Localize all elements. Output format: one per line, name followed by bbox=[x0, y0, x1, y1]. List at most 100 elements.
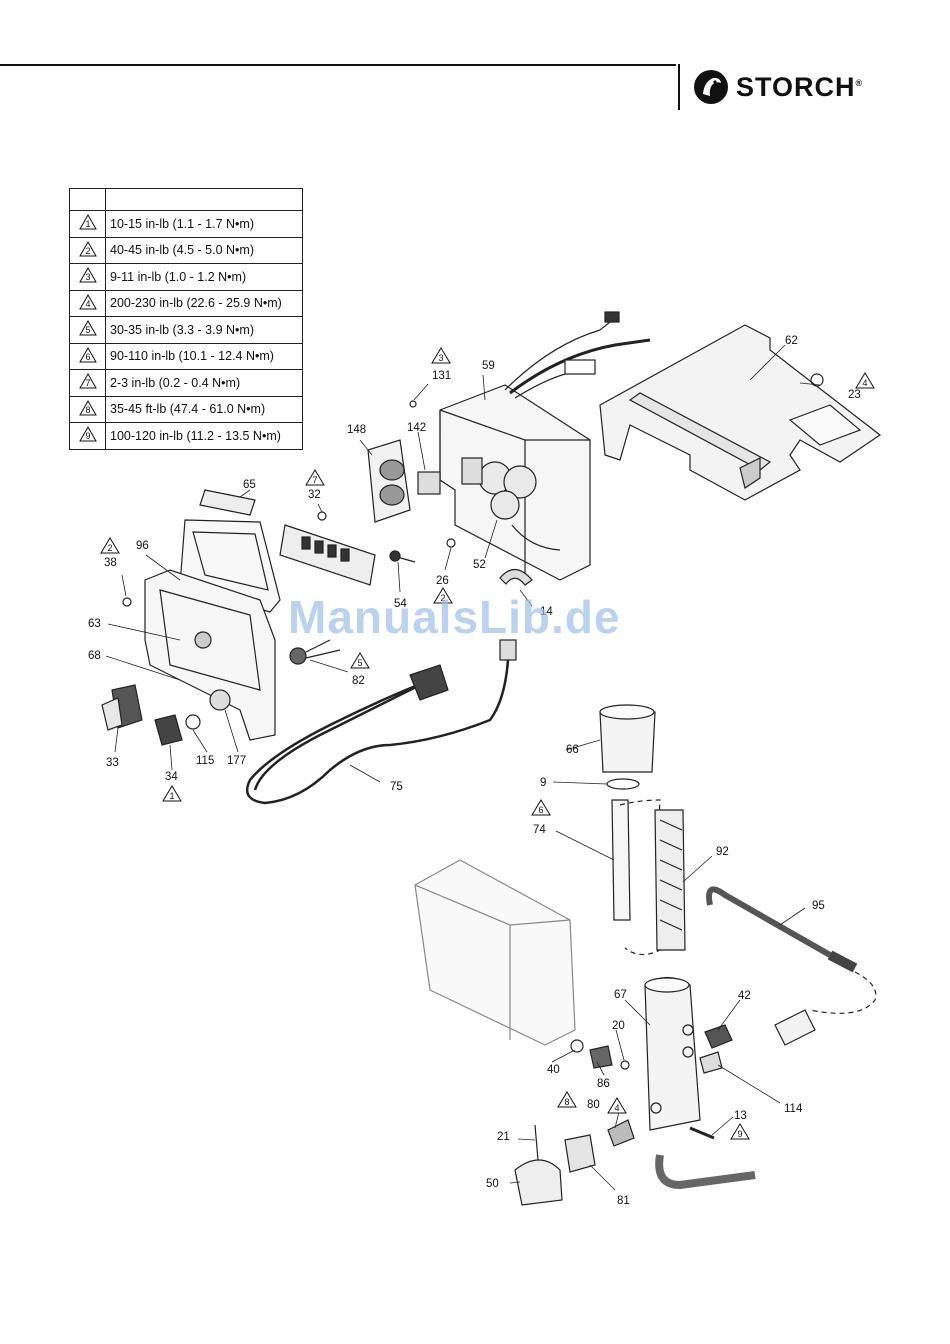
torque-triangle-icon: 7 bbox=[305, 469, 325, 486]
callout-82: 82 bbox=[352, 675, 365, 687]
callout-9: 9 bbox=[540, 777, 546, 789]
screw-23 bbox=[810, 373, 824, 387]
torque-value: 10-15 in-lb (1.1 - 1.7 N•m) bbox=[105, 210, 303, 238]
torque-triangle-icon: 9 bbox=[730, 1123, 750, 1140]
torque-triangle-icon: 1 bbox=[162, 785, 182, 802]
torque-triangle-icon: 2 bbox=[69, 236, 106, 264]
torque-triangle-icon: 5 bbox=[350, 652, 370, 669]
callout-33: 33 bbox=[106, 757, 119, 769]
svg-text:5: 5 bbox=[357, 658, 362, 668]
callout-26: 26 bbox=[436, 575, 449, 587]
fitting-114 bbox=[699, 1051, 723, 1074]
callout-59: 59 bbox=[482, 360, 495, 372]
screw-38 bbox=[122, 597, 132, 607]
torque-triangle-icon: 4 bbox=[607, 1097, 627, 1114]
callout-52: 52 bbox=[473, 559, 486, 571]
table-row: 8 35-45 ft-lb (47.4 - 61.0 N•m) bbox=[69, 395, 303, 423]
housing-rear-view bbox=[414, 859, 576, 1046]
screw-131 bbox=[409, 400, 417, 408]
drain-knob bbox=[514, 1159, 563, 1206]
control-knob bbox=[154, 714, 201, 746]
callout-66: 66 bbox=[566, 744, 579, 756]
svg-text:1: 1 bbox=[169, 791, 174, 801]
pin-21 bbox=[534, 1124, 539, 1161]
callout-68: 68 bbox=[88, 650, 101, 662]
callout-63: 63 bbox=[88, 618, 101, 630]
torque-value: 35-45 ft-lb (47.4 - 61.0 N•m) bbox=[105, 395, 303, 423]
wiring-harness bbox=[504, 311, 651, 399]
drain-valve bbox=[564, 1134, 596, 1173]
torque-triangle-icon: 2 bbox=[433, 587, 453, 604]
callout-92: 92 bbox=[716, 846, 729, 858]
torque-triangle-icon: 7 bbox=[69, 369, 106, 397]
torque-triangle-icon: 4 bbox=[69, 289, 106, 317]
table-row: 9 100-120 in-lb (11.2 - 13.5 N•m) bbox=[69, 422, 303, 450]
header-rule bbox=[0, 64, 676, 66]
outlet-tube bbox=[655, 1154, 756, 1190]
callout-86: 86 bbox=[597, 1078, 610, 1090]
callout-42: 42 bbox=[738, 990, 751, 1002]
svg-text:4: 4 bbox=[862, 378, 867, 388]
callout-131: 131 bbox=[432, 370, 451, 382]
callout-40: 40 bbox=[547, 1064, 560, 1076]
torque-value: 200-230 in-lb (22.6 - 25.9 N•m) bbox=[105, 289, 303, 317]
svg-text:1: 1 bbox=[85, 219, 90, 229]
callout-50: 50 bbox=[486, 1178, 499, 1190]
watermark: ManualsLib.de bbox=[288, 591, 621, 643]
callout-95: 95 bbox=[812, 900, 825, 912]
torque-value: 9-11 in-lb (1.0 - 1.2 N•m) bbox=[105, 263, 303, 291]
callout-115: 115 bbox=[196, 755, 214, 767]
torque-triangle-icon: 6 bbox=[531, 799, 551, 816]
torque-value: 100-120 in-lb (11.2 - 13.5 N•m) bbox=[105, 422, 303, 450]
callout-54: 54 bbox=[394, 598, 407, 610]
mounting-bracket bbox=[599, 324, 882, 501]
callout-21: 21 bbox=[497, 1131, 510, 1143]
callout-75: 75 bbox=[390, 781, 403, 793]
o-ring bbox=[606, 778, 640, 790]
screw-32 bbox=[317, 511, 327, 521]
svg-text:8: 8 bbox=[564, 1097, 569, 1107]
torque-value: 90-110 in-lb (10.1 - 12.4 N•m) bbox=[105, 342, 303, 370]
callout-20: 20 bbox=[612, 1020, 625, 1032]
callout-14: 14 bbox=[540, 606, 553, 618]
callout-148: 148 bbox=[347, 424, 366, 436]
svg-text:7: 7 bbox=[85, 378, 90, 388]
callout-38: 38 bbox=[104, 557, 117, 569]
brand-logo: STORCH® bbox=[692, 68, 863, 106]
callout-13: 13 bbox=[734, 1110, 747, 1122]
svg-text:2: 2 bbox=[107, 543, 112, 553]
bolt-13 bbox=[689, 1126, 715, 1140]
torque-triangle-icon: 3 bbox=[69, 263, 106, 291]
svg-text:9: 9 bbox=[85, 431, 90, 441]
callout-114: 114 bbox=[784, 1103, 803, 1115]
led-display-board bbox=[279, 524, 376, 586]
o-ring-20 bbox=[620, 1060, 630, 1070]
torque-value: 30-35 in-lb (3.3 - 3.9 N•m) bbox=[105, 316, 303, 344]
header-divider bbox=[678, 64, 680, 110]
filter-screen bbox=[654, 809, 686, 951]
callout-81: 81 bbox=[617, 1195, 630, 1207]
callout-34: 34 bbox=[165, 771, 178, 783]
return-tube bbox=[706, 886, 877, 1046]
callout-96: 96 bbox=[136, 540, 149, 552]
table-row: 5 30-35 in-lb (3.3 - 3.9 N•m) bbox=[69, 316, 303, 344]
callout-23: 23 bbox=[848, 389, 861, 401]
torque-triangle-icon: 2 bbox=[100, 537, 120, 554]
torque-triangle-icon: 4 bbox=[855, 372, 875, 389]
plug-80 bbox=[607, 1119, 635, 1147]
svg-text:3: 3 bbox=[438, 353, 443, 363]
callout-142: 142 bbox=[407, 422, 426, 434]
filter-cap bbox=[599, 704, 656, 773]
svg-text:8: 8 bbox=[85, 405, 90, 415]
power-cord bbox=[245, 639, 517, 805]
svg-text:4: 4 bbox=[85, 299, 90, 309]
storch-bird-icon bbox=[694, 70, 728, 104]
svg-text:5: 5 bbox=[85, 325, 90, 335]
screw-26 bbox=[446, 538, 456, 548]
torque-triangle-icon: 8 bbox=[69, 395, 106, 423]
